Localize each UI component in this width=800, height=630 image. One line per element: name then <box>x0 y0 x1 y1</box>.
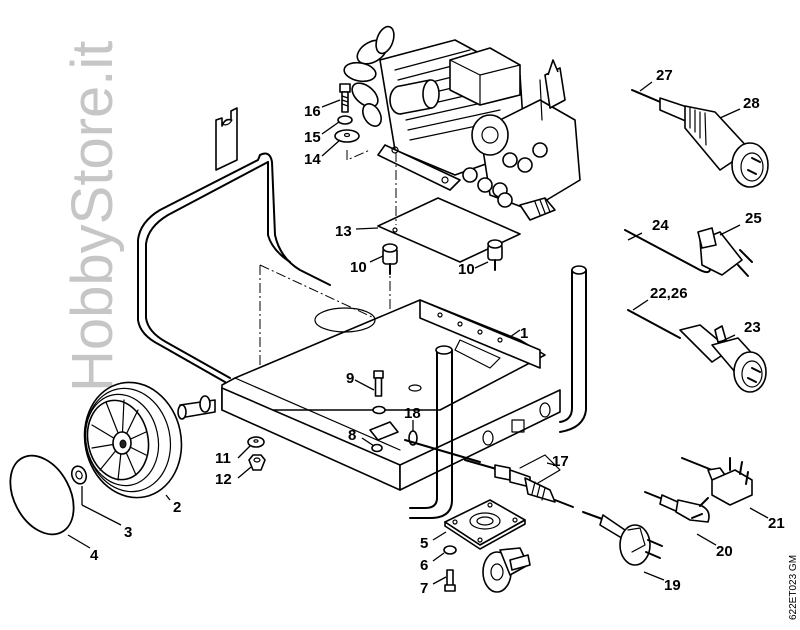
callout-7: 7 <box>420 580 428 597</box>
callout-17: 17 <box>552 453 569 470</box>
callout-labels: 1 2 3 4 5 6 7 8 9 10 10 11 12 13 14 15 1… <box>90 67 785 597</box>
callout-20: 20 <box>716 543 733 560</box>
hub-cap-4 <box>9 454 75 536</box>
leader-lines <box>67 81 769 585</box>
callout-9: 9 <box>346 370 354 387</box>
spring-washer-15 <box>337 115 353 125</box>
rubber-mount-10-left <box>382 243 398 275</box>
cooling-fan-icon <box>343 25 395 127</box>
callout-13: 13 <box>335 223 352 240</box>
plug-20-australian <box>644 491 710 523</box>
callout-8: 8 <box>348 427 356 444</box>
plug-25-angled <box>624 227 753 277</box>
frame <box>137 107 587 519</box>
callout-21: 21 <box>768 515 785 532</box>
rubber-mount-10-right <box>487 239 503 271</box>
plug-21-uk <box>681 457 753 506</box>
callout-3: 3 <box>124 524 132 541</box>
wheel-2 <box>83 381 183 499</box>
grommet-18 <box>404 430 481 463</box>
callout-12: 12 <box>215 471 232 488</box>
swivel-caster-5 <box>444 499 531 593</box>
washer-14 <box>334 129 360 143</box>
callout-24: 24 <box>652 217 669 234</box>
watermark: HobbyStore.it <box>60 41 125 392</box>
callout-15: 15 <box>304 129 321 146</box>
callout-6: 6 <box>420 557 428 574</box>
pump-manifold-caps <box>462 142 548 208</box>
lock-washer-8 <box>371 443 383 453</box>
washer-11 <box>247 436 265 448</box>
screw-9 <box>373 370 384 397</box>
washer-small <box>372 405 386 415</box>
callout-22-26: 22,26 <box>650 285 688 302</box>
callout-4: 4 <box>90 547 99 564</box>
callout-2: 2 <box>173 499 181 516</box>
callout-10-right: 10 <box>458 261 475 278</box>
plug-28-cee <box>631 89 769 188</box>
motor-pump-assembly <box>343 25 581 221</box>
callout-14: 14 <box>304 151 321 168</box>
nut-12 <box>248 454 266 471</box>
callout-19: 19 <box>664 577 681 594</box>
callout-11: 11 <box>215 450 231 467</box>
callout-5: 5 <box>420 535 428 552</box>
bolt-16 <box>339 83 351 113</box>
nut-6 <box>443 545 457 555</box>
retaining-washer-3 <box>70 465 88 485</box>
plug-23-cee <box>627 309 767 393</box>
cable-gland-17 <box>464 454 574 508</box>
callout-18: 18 <box>404 405 421 422</box>
callout-16: 16 <box>304 103 321 120</box>
callout-23: 23 <box>744 319 761 336</box>
screw-7 <box>444 569 456 592</box>
callout-27: 27 <box>656 67 673 84</box>
plug-19-schuko <box>582 511 663 566</box>
callout-1: 1 <box>520 325 528 342</box>
base-plate <box>377 197 521 263</box>
callout-28: 28 <box>743 95 760 112</box>
callout-10-left: 10 <box>350 259 367 276</box>
reference-code: 622ET023 GM <box>788 555 799 620</box>
callout-25: 25 <box>745 210 762 227</box>
